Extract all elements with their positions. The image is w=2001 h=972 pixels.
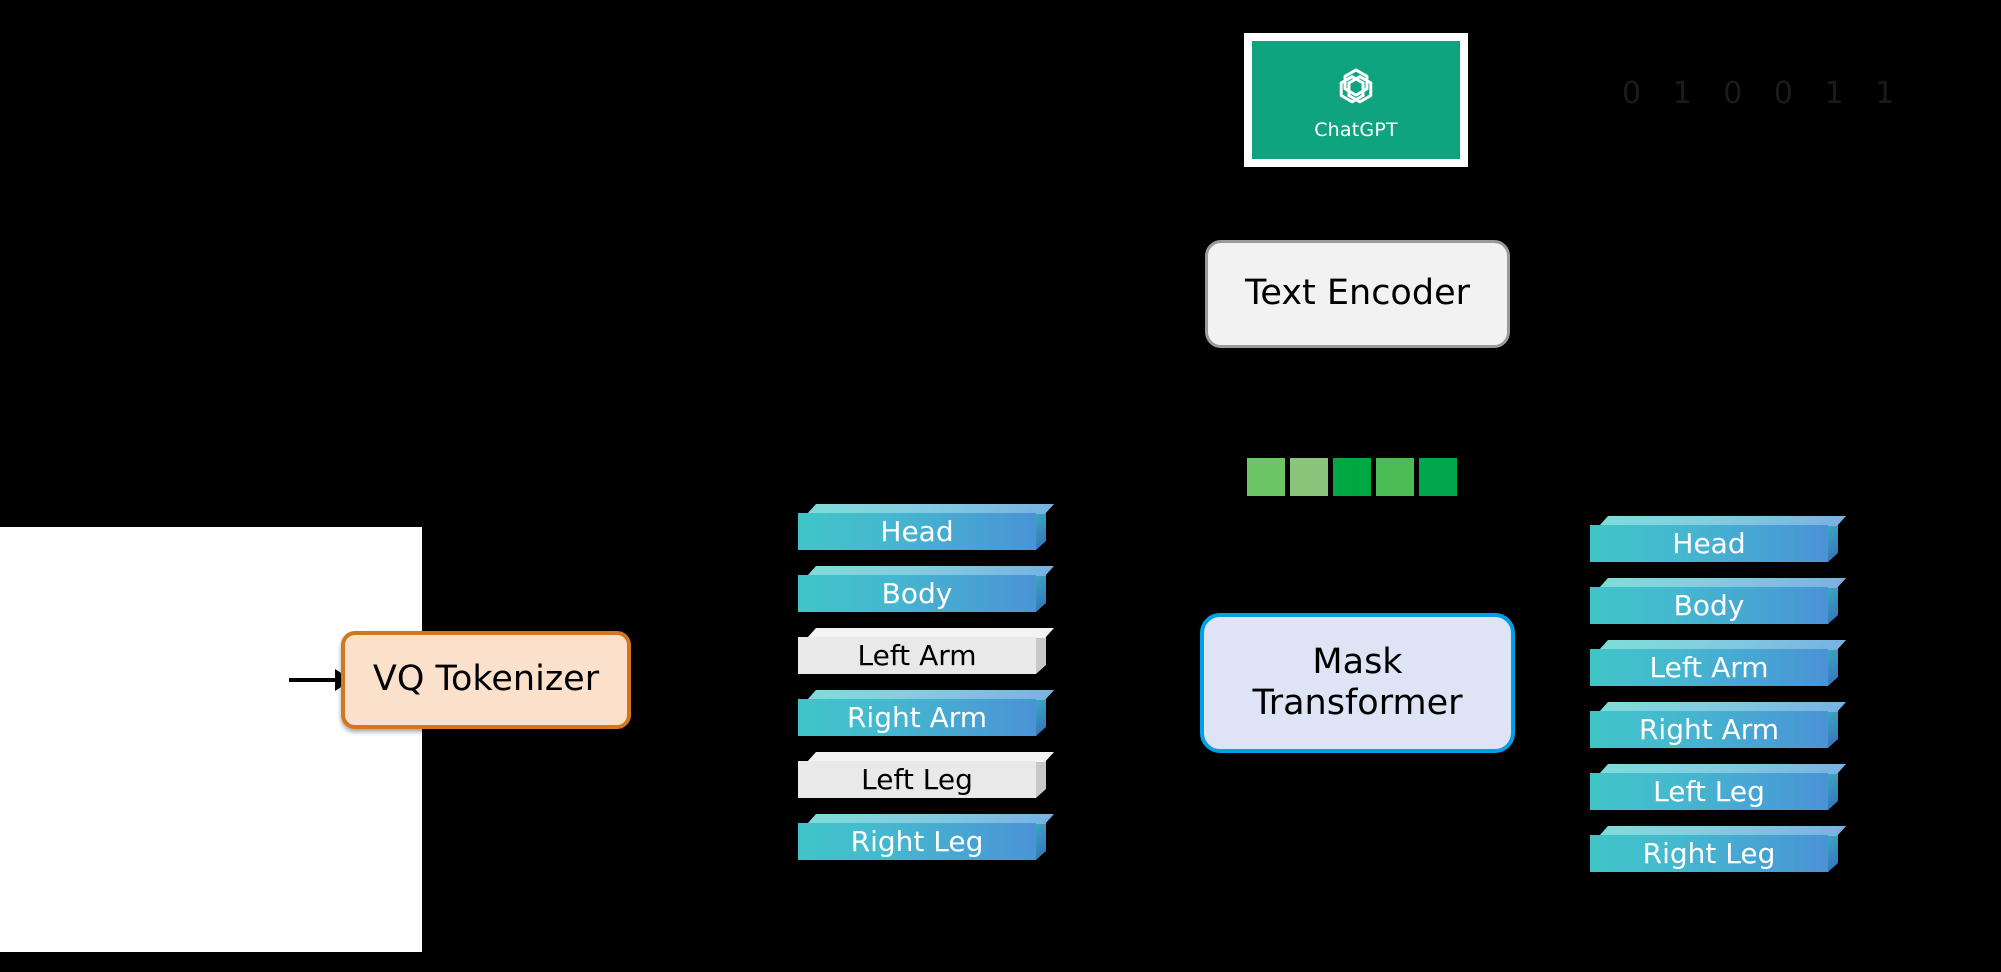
output-slab-body[interactable]: Body	[1590, 577, 1847, 624]
output-slab-left-leg[interactable]: Left Leg	[1590, 763, 1847, 810]
text-token-square-1[interactable]	[1247, 458, 1285, 496]
text-token-row	[1247, 458, 1457, 496]
output-token-stack: Head Body Left Arm Right Arm Left Leg Ri…	[1590, 515, 1847, 872]
slab-label: Body	[798, 575, 1036, 612]
slab-label: Left Leg	[798, 761, 1036, 798]
slab-label: Right Leg	[1590, 835, 1828, 872]
slab-label: Right Arm	[798, 699, 1036, 736]
text-token-square-2[interactable]	[1290, 458, 1328, 496]
slab-label: Head	[798, 513, 1036, 550]
binary-code-text: 0 1 0 0 1 1	[1622, 76, 1906, 111]
token-slab-left-arm[interactable]: Left Arm	[798, 627, 1055, 674]
input-token-stack: Head Body Left Arm Right Arm Left Leg Ri…	[798, 503, 1055, 860]
input-motion-panel	[0, 527, 422, 952]
mask-transformer-box[interactable]: Mask Transformer	[1200, 613, 1515, 753]
slab-label: Left Arm	[798, 637, 1036, 674]
text-encoder-box[interactable]: Text Encoder	[1205, 240, 1510, 348]
vq-tokenizer-box[interactable]: VQ Tokenizer	[341, 631, 631, 729]
chatgpt-card-inner: ChatGPT	[1252, 41, 1460, 159]
slab-label: Right Leg	[798, 823, 1036, 860]
token-slab-body[interactable]: Body	[798, 565, 1055, 612]
openai-logo-icon	[1339, 68, 1373, 104]
figure-to-tokenizer-arrow-line	[289, 678, 337, 682]
text-token-square-3[interactable]	[1333, 458, 1371, 496]
output-slab-left-arm[interactable]: Left Arm	[1590, 639, 1847, 686]
token-slab-left-leg[interactable]: Left Leg	[798, 751, 1055, 798]
output-slab-right-arm[interactable]: Right Arm	[1590, 701, 1847, 748]
slab-label: Right Arm	[1590, 711, 1828, 748]
slab-label: Left Leg	[1590, 773, 1828, 810]
slab-label: Body	[1590, 587, 1828, 624]
output-slab-head[interactable]: Head	[1590, 515, 1847, 562]
output-slab-right-leg[interactable]: Right Leg	[1590, 825, 1847, 872]
slab-label: Left Arm	[1590, 649, 1828, 686]
text-token-square-4[interactable]	[1376, 458, 1414, 496]
token-slab-right-arm[interactable]: Right Arm	[798, 689, 1055, 736]
token-slab-head[interactable]: Head	[798, 503, 1055, 550]
text-token-square-5[interactable]	[1419, 458, 1457, 496]
chatgpt-card[interactable]: ChatGPT	[1244, 33, 1468, 167]
chatgpt-label: ChatGPT	[1314, 119, 1398, 141]
slab-label: Head	[1590, 525, 1828, 562]
token-slab-right-leg[interactable]: Right Leg	[798, 813, 1055, 860]
